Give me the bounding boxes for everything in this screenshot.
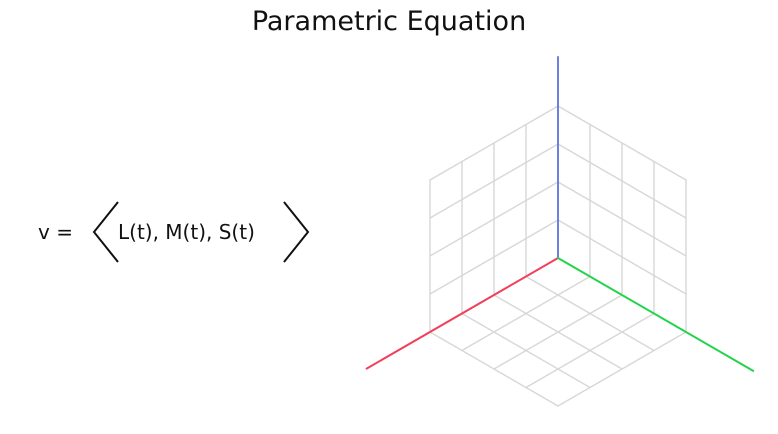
axes: [365, 56, 755, 372]
left-axis: [365, 257, 559, 370]
floor-grid-line: [525, 312, 655, 389]
page-title: Parametric Equation: [251, 6, 527, 37]
left-wall-grid-line: [429, 143, 559, 219]
right-wall-grid-line: [557, 143, 687, 219]
left-angle-bracket: [92, 201, 119, 263]
right-wall-grid-line: [557, 105, 687, 181]
floor-grid-line: [493, 294, 623, 370]
floor-grid-line: [461, 312, 591, 389]
right-wall-grid-line: [557, 181, 687, 257]
floor-grid-line: [429, 331, 559, 407]
parametric-equation: v = L(t), M(t), S(t): [38, 200, 328, 264]
left-wall-grid-line: [429, 181, 559, 257]
equation-components: L(t), M(t), S(t): [118, 220, 255, 244]
right-angle-bracket: [283, 201, 310, 263]
right-axis: [557, 257, 755, 372]
floor-grid-line: [557, 331, 687, 407]
equation-lhs: v =: [38, 220, 73, 244]
left-wall-grid-line: [429, 105, 559, 181]
